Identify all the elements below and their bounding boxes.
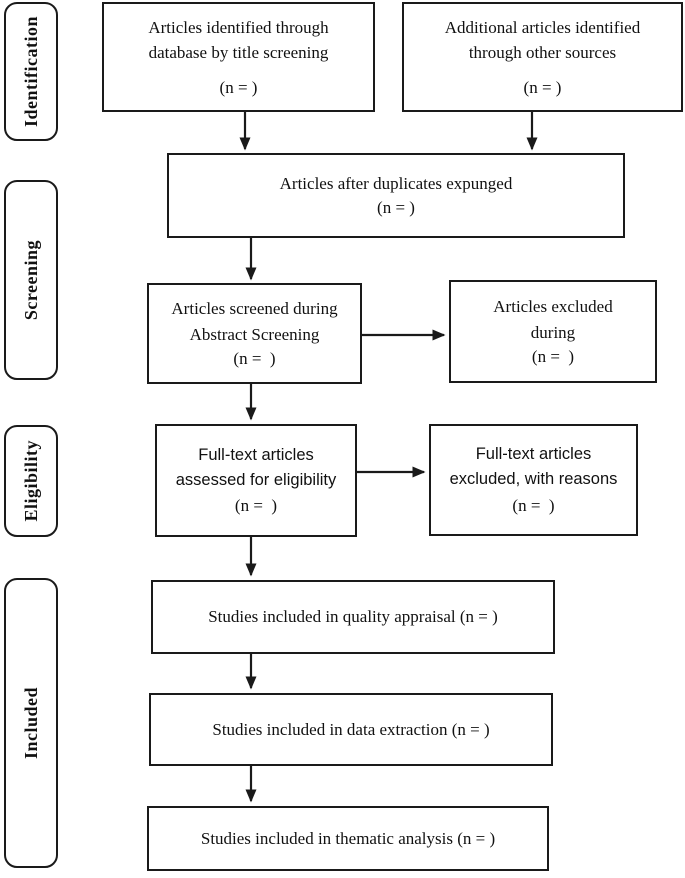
stage-included-label: Included — [20, 686, 41, 760]
box-fulltext-assessed: Full-text articles assessed for eligibil… — [155, 424, 357, 537]
stage-screening-label: Screening — [20, 239, 41, 321]
box-abstract-screened-n: (n = ) — [233, 349, 276, 369]
box-fulltext-assessed-text: Full-text articles assessed for eligibil… — [175, 445, 337, 489]
box-thematic-analysis: Studies included in thematic analysis (n… — [147, 806, 549, 871]
box-excluded-abstract: Articles excluded during (n = ) — [449, 280, 657, 383]
box-duplicates-expunged-text: Articles after duplicates expunged — [279, 173, 513, 193]
box-abstract-screened-text: Articles screened during Abstract Screen… — [171, 299, 338, 344]
box-fulltext-excluded-text: Full-text articles excluded, with reason… — [449, 445, 618, 489]
box-additional-articles-n: (n = ) — [523, 77, 562, 97]
box-abstract-screened: Articles screened during Abstract Screen… — [147, 283, 362, 384]
box-articles-identified: Articles identified through database by … — [102, 2, 375, 112]
box-duplicates-expunged-n: (n = ) — [377, 198, 415, 218]
box-excluded-abstract-text: Articles excluded during — [493, 297, 613, 342]
box-duplicates-expunged: Articles after duplicates expunged (n = … — [167, 153, 625, 238]
box-fulltext-excluded-n: (n = ) — [512, 495, 555, 515]
stage-eligibility-label: Eligibility — [20, 440, 41, 522]
box-data-extraction: Studies included in data extraction (n =… — [149, 693, 553, 766]
box-data-extraction-text: Studies included in data extraction (n =… — [212, 719, 490, 739]
box-fulltext-excluded: Full-text articles excluded, with reason… — [429, 424, 638, 536]
box-additional-articles-text: Additional articles identified through o… — [444, 17, 641, 63]
stage-identification-label: Identification — [20, 15, 41, 127]
stage-identification: Identification — [4, 2, 58, 141]
box-additional-articles: Additional articles identified through o… — [402, 2, 683, 112]
box-quality-appraisal-text: Studies included in quality appraisal (n… — [208, 607, 498, 627]
stage-eligibility: Eligibility — [4, 425, 58, 537]
stage-included: Included — [4, 578, 58, 868]
box-articles-identified-text: Articles identified through database by … — [148, 17, 329, 63]
box-excluded-abstract-n: (n = ) — [531, 347, 575, 367]
box-thematic-analysis-text: Studies included in thematic analysis (n… — [200, 828, 496, 848]
box-quality-appraisal: Studies included in quality appraisal (n… — [151, 580, 555, 654]
stage-screening: Screening — [4, 180, 58, 380]
box-articles-identified-n: (n = ) — [219, 77, 258, 97]
box-fulltext-assessed-n: (n = ) — [234, 496, 278, 516]
